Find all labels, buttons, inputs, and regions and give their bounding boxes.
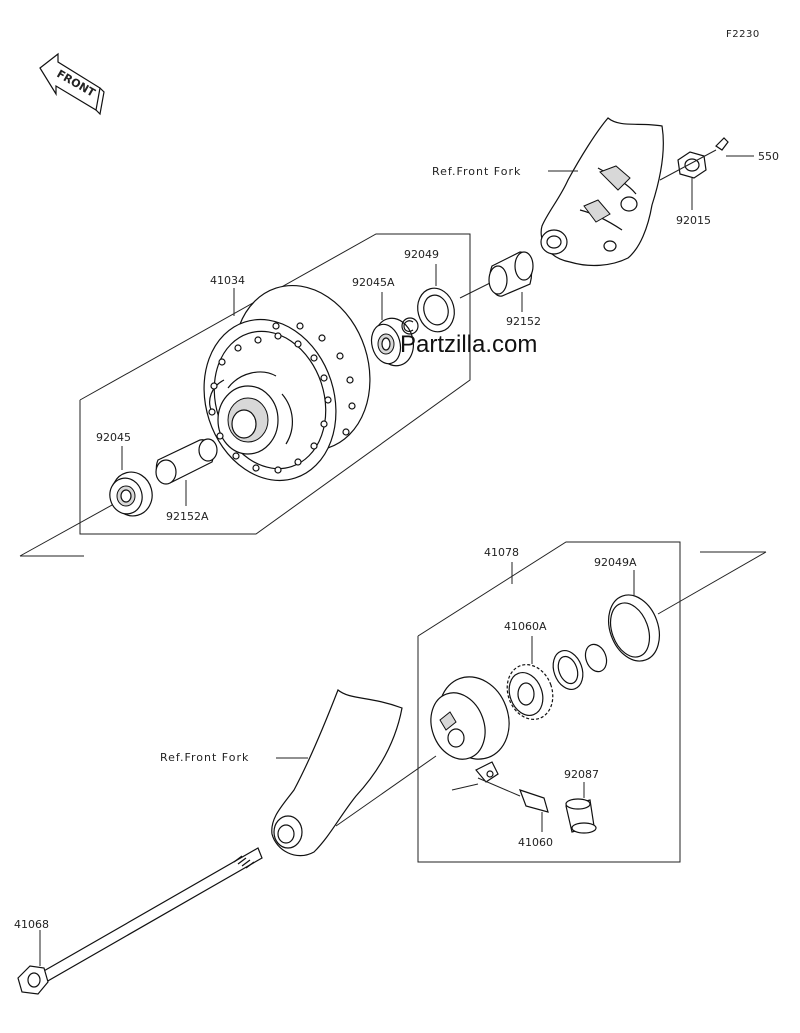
- label-92015: 92015: [676, 214, 711, 227]
- group-outline-41034: [79, 233, 471, 535]
- label-41060: 41060: [518, 836, 553, 849]
- part-92152A-collar: [155, 438, 218, 506]
- ref-front-fork-lower: Ref.Front Fork: [160, 751, 249, 764]
- part-41068-axle: [17, 847, 263, 995]
- part-92015-nut: [677, 151, 707, 210]
- label-41068: 41068: [14, 918, 49, 931]
- front-fork-lower: [271, 689, 403, 857]
- part-92045-bearing: [109, 446, 153, 517]
- part-92049A-oil-seal: [608, 570, 660, 662]
- part-550-cotter-pin: [715, 137, 754, 157]
- group-outline-41078: [417, 541, 681, 863]
- front-fork-upper: [540, 117, 664, 267]
- label-92087: 92087: [564, 768, 599, 781]
- part-92087-bushing: [565, 782, 597, 834]
- label-92049A: 92049A: [594, 556, 637, 569]
- lower-washers: [552, 643, 608, 690]
- figure-id: F2230: [726, 29, 760, 40]
- part-92049-oil-seal: [417, 264, 455, 333]
- label-92045A: 92045A: [352, 276, 395, 289]
- front-direction-arrow: FRONT: [39, 52, 105, 116]
- label-550: 550: [758, 150, 779, 163]
- part-41060A-gear: [506, 636, 554, 720]
- part-41034-hub: [203, 284, 371, 482]
- label-92049: 92049: [404, 248, 439, 261]
- part-41060-pinion: [451, 777, 549, 832]
- watermark: Partzilla.com: [400, 331, 537, 358]
- label-41078: 41078: [484, 546, 519, 559]
- ref-front-fork-upper: Ref.Front Fork: [432, 165, 521, 178]
- part-41078-speedometer-gearbox: [430, 676, 510, 783]
- watermark-copyright-icon: [401, 317, 419, 335]
- part-92152-collar: [488, 251, 534, 312]
- label-92152A: 92152A: [166, 510, 209, 523]
- hub-bolt-holes: [208, 322, 356, 474]
- label-41060A: 41060A: [504, 620, 547, 633]
- label-92152: 92152: [506, 315, 541, 328]
- label-41034: 41034: [210, 274, 245, 287]
- label-92045: 92045: [96, 431, 131, 444]
